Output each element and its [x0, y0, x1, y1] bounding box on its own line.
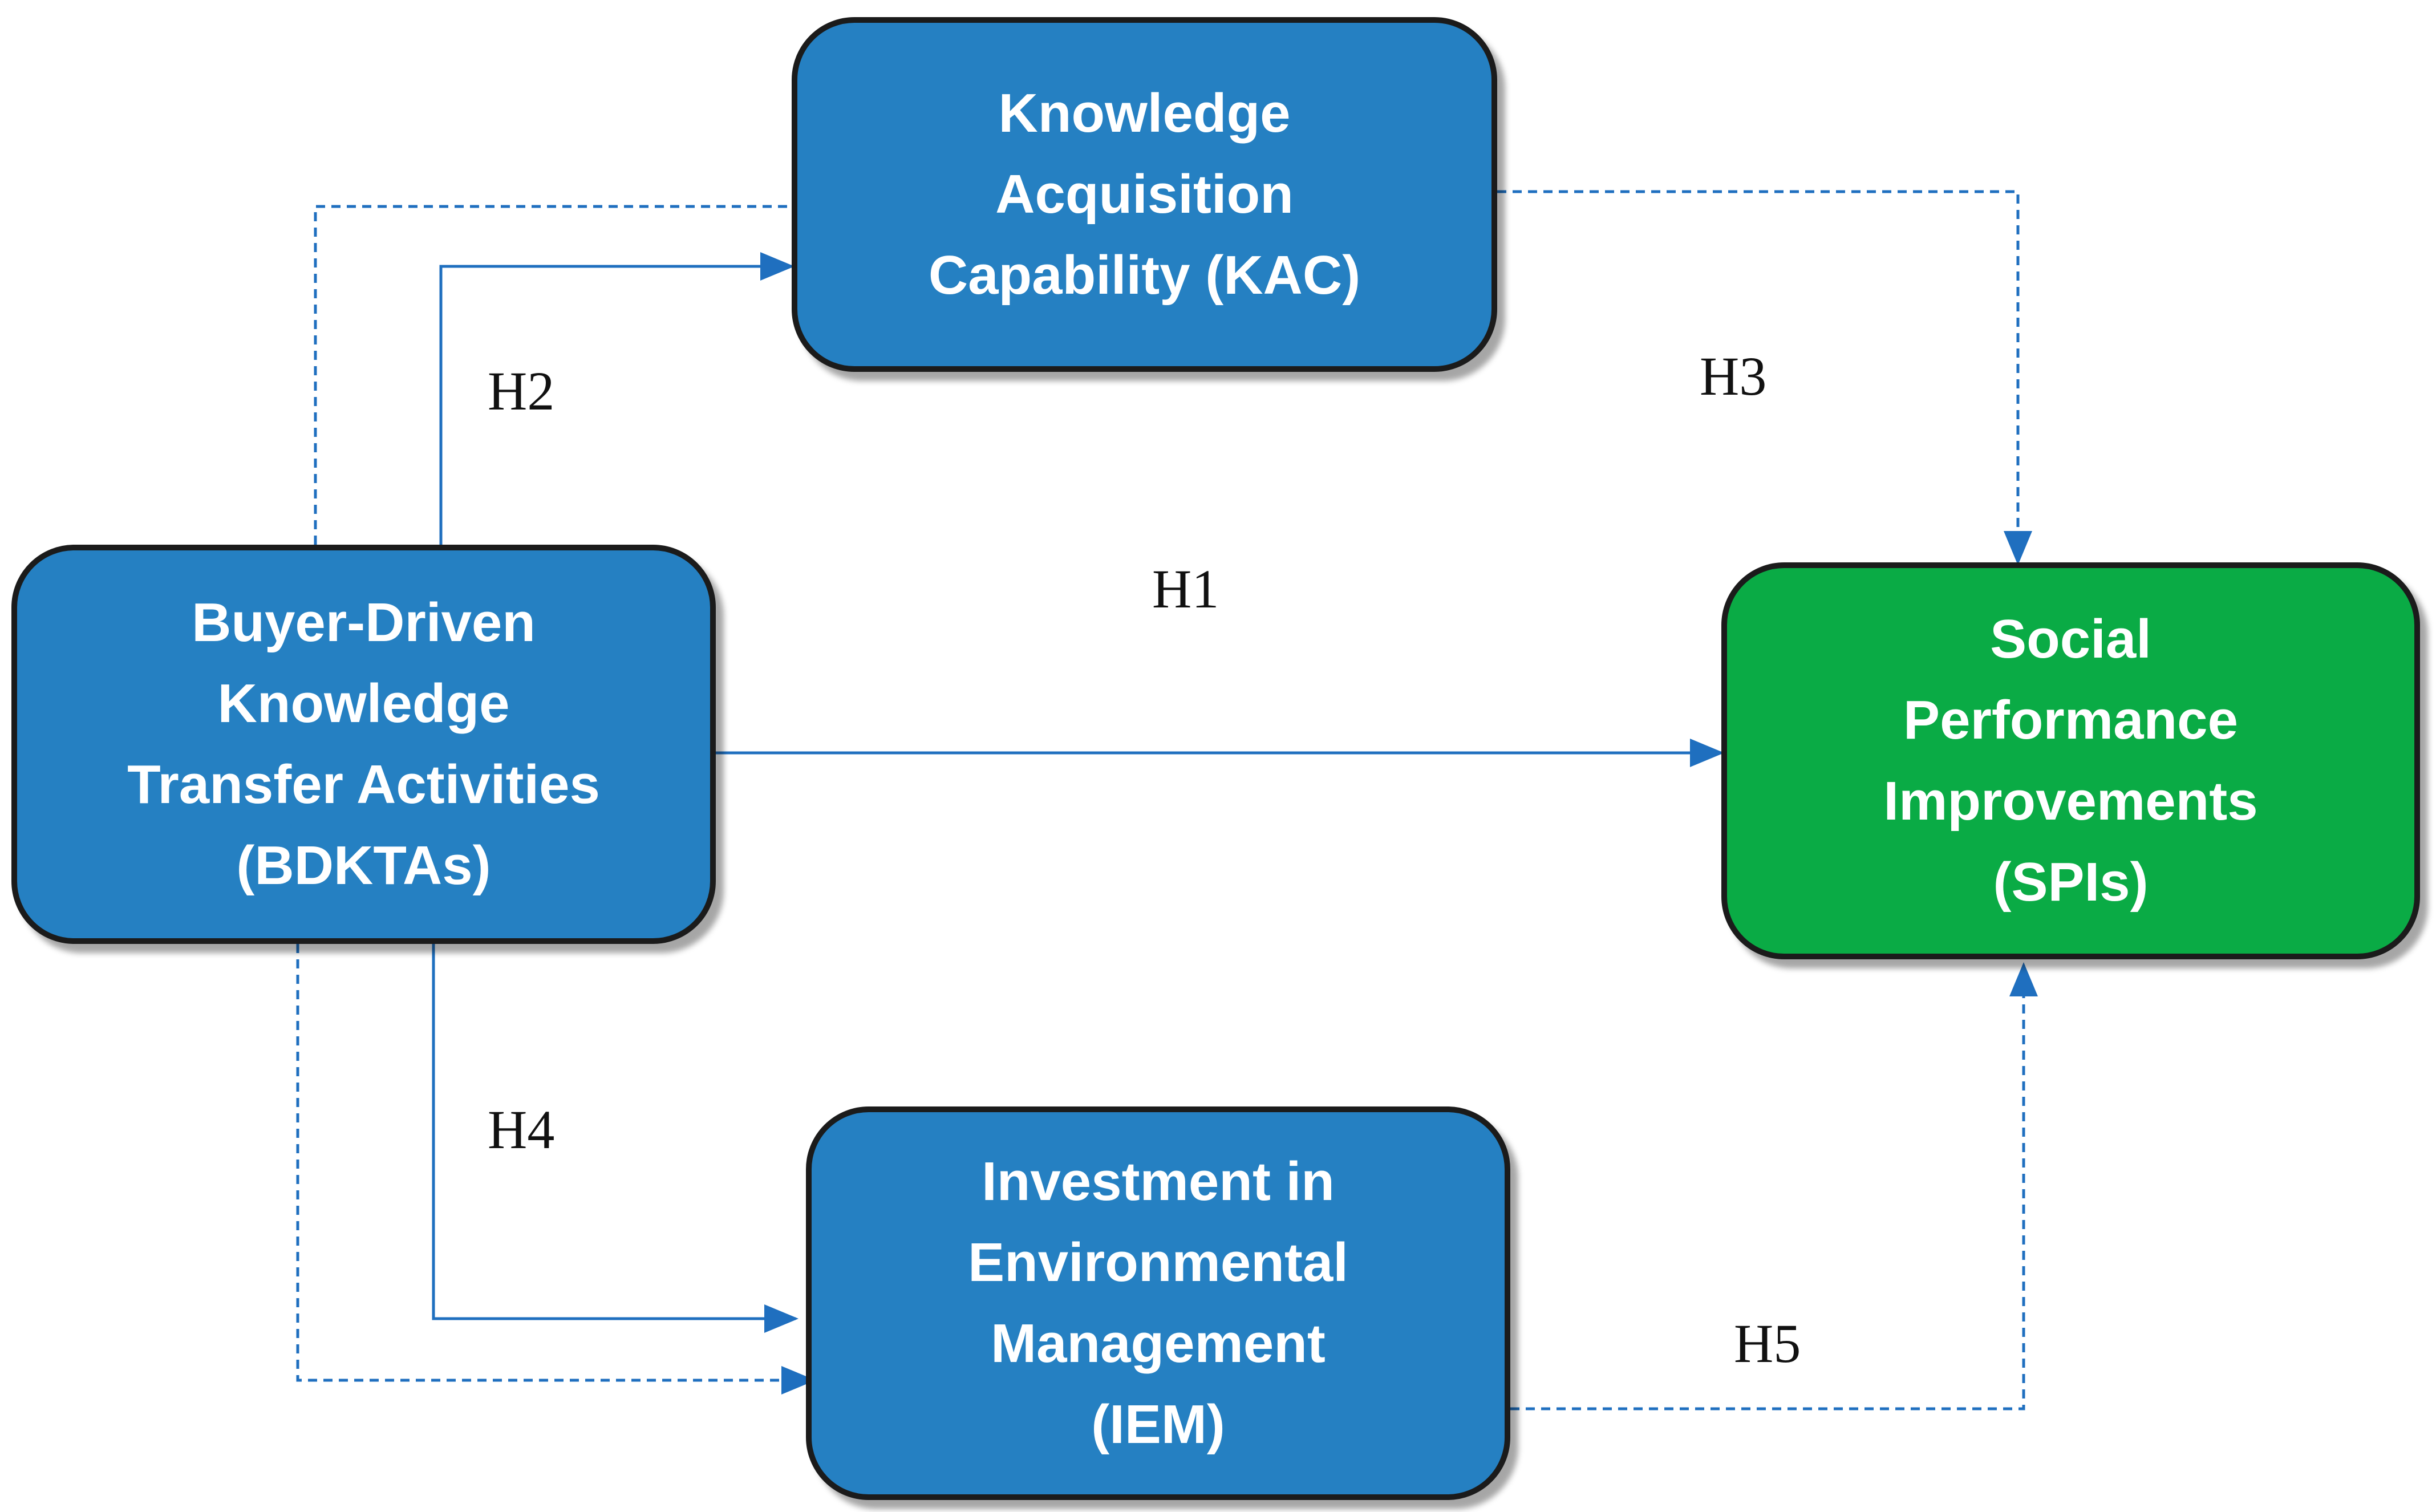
node-iem-line: Investment in	[982, 1151, 1335, 1212]
hypothesis-label-h5: H5	[1734, 1313, 1801, 1374]
node-kac-line: Knowledge	[998, 83, 1291, 144]
edge-h4-bdktas-iem	[432, 944, 799, 1333]
hypothesis-label-h1: H1	[1152, 558, 1219, 619]
node-spis-line: Social	[1990, 609, 2151, 670]
edge-h2-bdktas-kac	[439, 252, 795, 549]
node-spis-line: Improvements	[1883, 771, 2258, 832]
hypothesis-label-h4: H4	[488, 1099, 555, 1160]
node-iem: Investment in Environmental Management (…	[806, 1106, 1510, 1500]
hypothesis-label-h3: H3	[1700, 346, 1767, 407]
node-spis-line: Performance	[1903, 690, 2238, 751]
node-spis-line: (SPIs)	[1993, 852, 2149, 913]
node-bdktas: Buyer-Driven Knowledge Transfer Activiti…	[11, 545, 716, 944]
node-bdktas-line: (BDKTAs)	[236, 835, 491, 896]
node-spis: Social Performance Improvements (SPIs)	[1721, 562, 2420, 959]
edge-bdktas-kac-dashed	[314, 205, 792, 545]
node-iem-line: Management	[991, 1313, 1326, 1374]
hypothesis-label-h2: H2	[488, 360, 555, 421]
node-bdktas-line: Knowledge	[217, 673, 510, 734]
node-kac-line: Acquisition	[995, 164, 1294, 225]
edge-bdktas-iem-dashed	[296, 944, 816, 1395]
node-bdktas-line: Transfer Activities	[127, 754, 600, 815]
node-kac-line: Capability (KAC)	[928, 245, 1361, 306]
node-bdktas-line: Buyer-Driven	[192, 592, 536, 653]
node-kac: Knowledge Acquisition Capability (KAC)	[792, 17, 1497, 372]
node-iem-line: (IEM)	[1091, 1394, 1225, 1455]
edge-h5-iem-spis	[1510, 962, 2038, 1410]
edge-h3-kac-spis	[1497, 190, 2032, 565]
node-iem-line: Environmental	[968, 1232, 1348, 1293]
